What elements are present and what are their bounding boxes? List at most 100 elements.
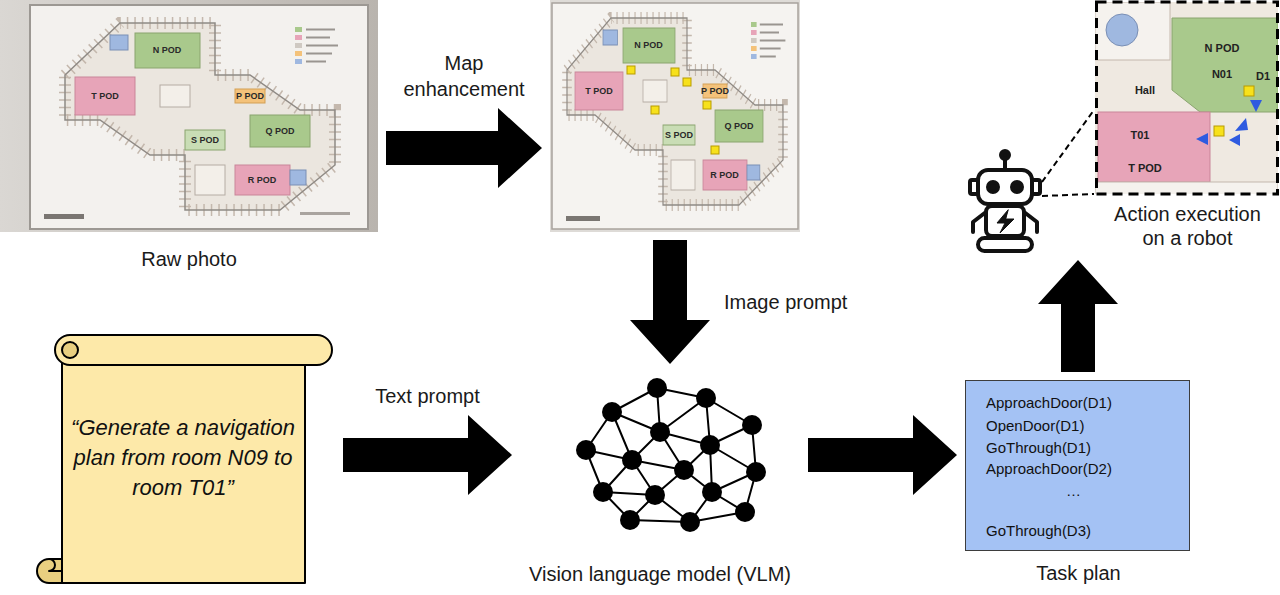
zoom-lines bbox=[1042, 110, 1094, 196]
map-label: R POD bbox=[248, 175, 277, 186]
map-label: T POD bbox=[585, 86, 613, 97]
zoomed-map bbox=[1098, 112, 1210, 182]
robot-icon bbox=[988, 182, 998, 192]
motion-arrow bbox=[1196, 133, 1208, 145]
neural-network bbox=[746, 462, 766, 482]
zoomed-map bbox=[1244, 86, 1254, 96]
neural-network bbox=[696, 388, 716, 408]
zoomed-map bbox=[1095, 2, 1278, 194]
raw-photo bbox=[300, 212, 350, 215]
door-marker bbox=[651, 106, 659, 114]
enhanced-map-photo bbox=[550, 0, 800, 232]
neural-network bbox=[645, 485, 665, 505]
enhanced-map-photo bbox=[567, 18, 785, 205]
enhanced-map-photo bbox=[552, 3, 798, 229]
scroll-outline bbox=[62, 350, 305, 583]
map-label: Hall bbox=[1135, 84, 1155, 97]
neural-network bbox=[650, 422, 670, 442]
edge-label: Text prompt bbox=[348, 383, 508, 409]
robot-icon bbox=[986, 206, 1024, 236]
robot-icon bbox=[997, 210, 1014, 233]
door-marker bbox=[627, 66, 719, 154]
scroll-outline bbox=[37, 559, 62, 583]
door-marker bbox=[703, 101, 711, 109]
edge-label: Map enhancement bbox=[399, 50, 529, 102]
enhanced-map-photo bbox=[550, 0, 800, 232]
plan-step: GoThrough(D1) bbox=[986, 438, 1091, 458]
neural-network bbox=[742, 415, 762, 435]
prompt-text: “Generate a navigation plan from room N0… bbox=[68, 413, 298, 503]
map-label: N POD bbox=[153, 45, 182, 56]
door-marker bbox=[711, 146, 719, 154]
map-node: N POD T POD P POD S POD Q POD R POD bbox=[550, 0, 800, 232]
map-label: T POD bbox=[91, 91, 119, 102]
robot-icon bbox=[970, 151, 1040, 251]
caption: Vision language model (VLM) bbox=[520, 563, 800, 585]
block-arrow bbox=[630, 240, 710, 364]
robot-panel: Action execution on a robot N POD N01 D1Hal… bbox=[955, 0, 1280, 252]
motion-arrow bbox=[1229, 134, 1240, 146]
robot-icon bbox=[1012, 182, 1022, 192]
motion-arrow bbox=[1196, 100, 1262, 146]
block-arrow bbox=[343, 415, 512, 495]
scroll-outline bbox=[55, 335, 332, 365]
zoomed-map bbox=[1095, 2, 1170, 60]
plan-step: … bbox=[1066, 481, 1081, 501]
photo-node: Raw photoN PODT PODP PODS PODQ PODR POD bbox=[0, 0, 378, 232]
plan-step: GoThrough(D3) bbox=[986, 521, 1091, 541]
map-label: S POD bbox=[191, 135, 219, 146]
zoom-lines bbox=[1042, 110, 1094, 196]
raw-photo bbox=[30, 5, 368, 229]
raw-photo bbox=[0, 0, 378, 232]
zoom-frame bbox=[1097, 2, 1278, 194]
map-label: N POD bbox=[1205, 42, 1240, 55]
neural-network bbox=[576, 378, 766, 532]
block-arrow bbox=[808, 415, 957, 495]
map-label: S POD bbox=[665, 130, 693, 141]
vlm-node: Vision language model (VLM) bbox=[520, 372, 800, 590]
map-label: P POD bbox=[236, 91, 264, 102]
edge-label: Image prompt bbox=[724, 289, 884, 315]
plan-step: ApproachDoor(D2) bbox=[986, 459, 1112, 479]
raw-photo bbox=[0, 0, 378, 232]
neural-network bbox=[674, 460, 694, 480]
map-label: N POD bbox=[634, 40, 663, 51]
neural-network bbox=[700, 435, 720, 455]
caption: Raw photo bbox=[0, 246, 378, 272]
map-label: R POD bbox=[710, 170, 739, 181]
robot-icon bbox=[978, 238, 1032, 251]
map-label: Q POD bbox=[724, 121, 753, 132]
motion-arrow bbox=[1250, 100, 1262, 112]
scroll-outline bbox=[49, 559, 62, 571]
plan-step: OpenDoor(D1) bbox=[986, 416, 1084, 436]
door-marker bbox=[671, 68, 679, 76]
zoomed-map bbox=[1172, 18, 1278, 112]
zoomed-map bbox=[1095, 182, 1278, 194]
map-label: Q POD bbox=[265, 126, 294, 137]
scroll-outline bbox=[62, 342, 78, 358]
neural-network bbox=[620, 510, 640, 530]
neural-network bbox=[735, 502, 755, 522]
caption: Action execution on a robot bbox=[1105, 202, 1270, 250]
plan-step: ApproachDoor(D1) bbox=[986, 393, 1112, 413]
map-label: N01 bbox=[1212, 68, 1232, 81]
block-arrow bbox=[1038, 260, 1118, 372]
zoomed-map bbox=[1214, 126, 1224, 136]
map-label: T01 bbox=[1131, 129, 1150, 142]
neural-network bbox=[702, 482, 722, 502]
motion-arrow bbox=[1235, 118, 1248, 131]
neural-network bbox=[586, 388, 756, 522]
neural-network bbox=[647, 378, 667, 398]
robot-icon bbox=[1001, 151, 1009, 159]
neural-network bbox=[576, 378, 766, 532]
neural-network bbox=[622, 450, 642, 470]
zoomed-map bbox=[1106, 14, 1138, 46]
map-label: P POD bbox=[701, 86, 729, 97]
neural-network bbox=[680, 512, 700, 532]
map-label: D1 bbox=[1256, 70, 1270, 83]
task-plan-box: Task planApproachDoor(D1)OpenDoor(D1)GoT… bbox=[965, 380, 1190, 551]
zoomed-map bbox=[1095, 2, 1278, 194]
block-arrow bbox=[386, 108, 542, 188]
neural-network bbox=[593, 482, 613, 502]
